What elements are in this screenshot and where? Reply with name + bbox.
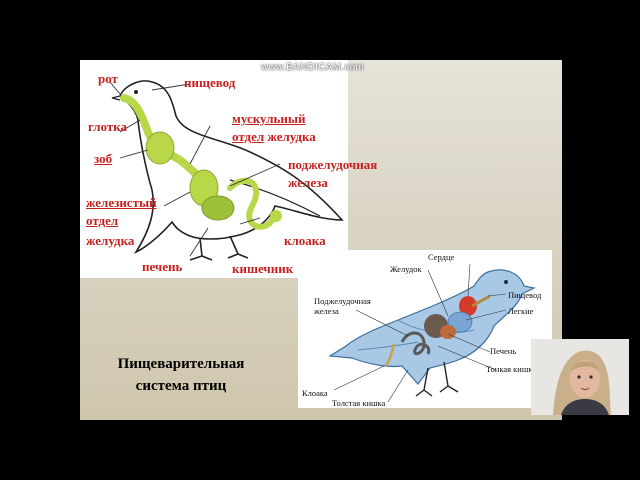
- label-muscular-stomach-word-otdel: отдел: [232, 129, 265, 144]
- label-crow-pancreas-line1: Поджелудочная: [314, 296, 371, 306]
- label-mouth: рот: [98, 71, 118, 86]
- webcam-overlay: [531, 339, 629, 415]
- caption-line2: система птиц: [135, 378, 227, 394]
- label-liver: печень: [142, 259, 183, 274]
- label-pharynx: глотка: [88, 119, 128, 134]
- label-pancreas-line1: поджелудочная: [288, 157, 378, 172]
- label-intestine: кишечник: [232, 261, 294, 276]
- label-glandular-stomach-line1: железистый: [86, 195, 157, 210]
- label-small-intestine: Тонкая кишка: [486, 364, 537, 374]
- label-crop: зоб: [94, 151, 113, 166]
- caption-line1: Пищеварительная: [117, 356, 245, 372]
- bandicam-watermark: www.BANDICAM.com: [261, 62, 365, 73]
- label-muscular-stomach-line2: отдел желудка: [232, 128, 316, 145]
- label-cloaca: клоака: [284, 233, 326, 248]
- label-muscular-stomach-word-zheludka: желудка: [267, 129, 316, 144]
- label-pancreas-line2: железа: [288, 175, 328, 190]
- label-glandular-stomach-line3: желудка: [86, 233, 135, 248]
- label-lungs: Легкие: [508, 306, 534, 316]
- label-large-intestine: Толстая кишка: [332, 398, 386, 408]
- label-muscular-stomach-line1: мускульный: [232, 111, 306, 126]
- crow-digestive-diagram: Сердце Желудок Пищевод Поджелудочная жел…: [298, 250, 552, 408]
- label-esophagus: пищевод: [184, 75, 236, 90]
- pigeon-digestive-diagram: рот пищевод глотка мускульный отдел желу…: [80, 60, 377, 278]
- label-glandular-stomach-line2: отдел: [86, 213, 119, 228]
- pigeon-illustration: [109, 80, 344, 261]
- slide-caption: Пищеварительная система птиц: [96, 353, 266, 397]
- label-crow-liver: Печень: [490, 346, 517, 356]
- crow-illustration: [328, 263, 536, 403]
- presenter-video: [531, 339, 629, 415]
- label-crow-esophagus: Пищевод: [508, 290, 542, 300]
- label-crow-pancreas-line2: железа: [314, 306, 339, 316]
- label-heart: Сердце: [428, 252, 455, 262]
- label-stomach: Желудок: [390, 264, 422, 274]
- label-crow-cloaca: Клоака: [302, 388, 328, 398]
